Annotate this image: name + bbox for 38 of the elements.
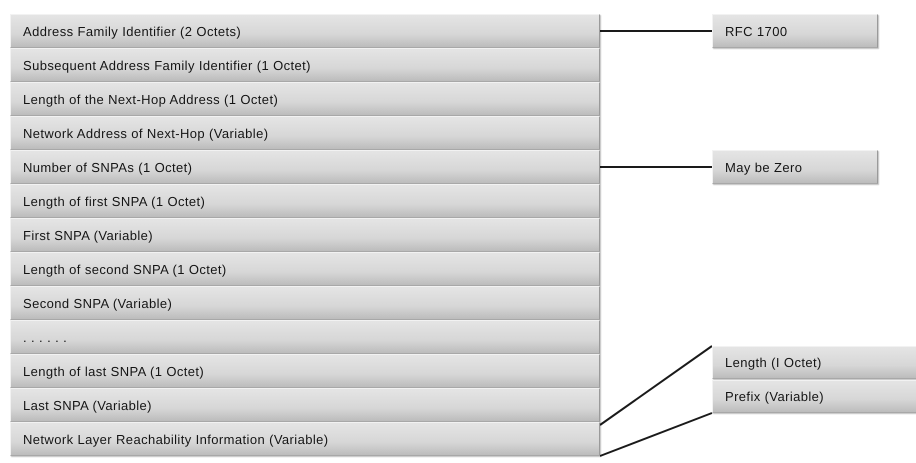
field-label: Length of first SNPA (1 Octet) (23, 194, 206, 208)
field-bar (10, 354, 600, 388)
field-label: May be Zero (725, 160, 802, 174)
connector-line (600, 166, 712, 168)
field-bar (10, 218, 600, 252)
field-label: . . . . . . (23, 330, 68, 344)
connector-line (599, 345, 713, 426)
field-label: Subsequent Address Family Identifier (1 Octet) (23, 58, 311, 72)
field-bar (712, 346, 916, 379)
connector-line (600, 412, 712, 457)
field-bar (712, 380, 916, 413)
field-label: First SNPA (Variable) (23, 228, 154, 242)
field-bar (712, 150, 878, 184)
field-bar (10, 422, 600, 456)
field-label: RFC 1700 (725, 24, 788, 38)
field-bar (10, 252, 600, 286)
field-label: Network Layer Reachability Information (Variable) (23, 432, 328, 446)
field-bar (10, 116, 600, 150)
field-label: Address Family Identifier (2 Octets) (23, 24, 242, 38)
field-label: Prefix (Variable) (725, 389, 824, 404)
field-label: Last SNPA (Variable) (23, 398, 152, 412)
field-label: Second SNPA (Variable) (23, 296, 172, 310)
field-bar (10, 82, 600, 116)
field-bar (712, 14, 878, 48)
field-bar (10, 150, 600, 184)
field-label: Length of the Next-Hop Address (1 Octet) (23, 92, 278, 106)
field-bar (10, 184, 600, 218)
field-label: Network Address of Next-Hop (Variable) (23, 126, 268, 140)
field-label: Number of SNPAs (1 Octet) (23, 160, 192, 174)
field-label: Length of last SNPA (1 Octet) (23, 364, 204, 378)
connector-line (600, 30, 712, 32)
field-bar (10, 48, 600, 82)
field-label: Length of second SNPA (1 Octet) (23, 262, 227, 276)
field-bar (10, 388, 600, 422)
field-bar (10, 286, 600, 320)
field-label: Length (I Octet) (725, 355, 822, 370)
field-bar (10, 320, 600, 354)
field-bar (10, 14, 600, 48)
